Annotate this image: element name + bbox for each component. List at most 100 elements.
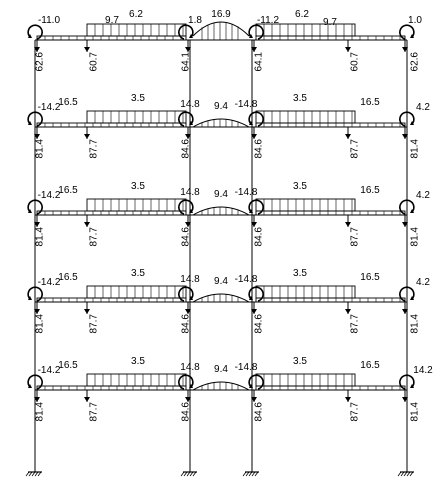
moment-label-right: 1.0 — [408, 15, 422, 26]
joint-moment-right — [399, 199, 415, 215]
support-hatch — [248, 471, 253, 477]
joint-moment-right-head — [410, 121, 414, 125]
shear-arrow-head — [84, 47, 90, 52]
shear-label-cd-mid: 87.7 — [350, 314, 361, 334]
shear-arrow-head — [34, 397, 40, 402]
joint-moment-left-head — [28, 296, 32, 300]
joint-moment-left — [27, 24, 43, 40]
shear-arrow-head — [34, 47, 40, 52]
outer-span-right-band — [255, 385, 406, 391]
shear-arrow-head — [34, 309, 40, 314]
outer-span-right-distributed — [255, 198, 356, 212]
joint-moment-c-head — [249, 384, 253, 388]
shear-label-d: 81.4 — [410, 227, 421, 247]
support-hatch — [31, 471, 36, 477]
outer-span-right-distributed-value: 3.5 — [293, 356, 307, 367]
shear-label-b: 84.6 — [181, 402, 192, 422]
joint-moment-right-head — [410, 296, 414, 300]
joint-moment-c — [248, 24, 264, 40]
moment-label-c: -14.8 — [235, 362, 258, 373]
moment-label-c: -14.8 — [235, 274, 258, 285]
outer-span-left-distributed — [86, 110, 187, 124]
moment-label-c: -14.8 — [235, 99, 258, 110]
moment-label-b: 14.8 — [180, 99, 200, 110]
outer-span-right-distributed — [255, 23, 356, 37]
joint-moment-right-head — [410, 384, 414, 388]
middle-span-curve — [192, 206, 250, 216]
outer-span-left-distributed-value: 3.5 — [131, 181, 145, 192]
moment-label-right: 14.2 — [413, 365, 433, 376]
joint-moment-b — [178, 374, 194, 390]
joint-moment-b-head — [189, 296, 193, 300]
joint-moment-c-head — [249, 209, 253, 213]
shear-arrow-head — [402, 309, 408, 314]
outer-span-left-distributed — [86, 23, 187, 37]
shear-label-d: 81.4 — [410, 139, 421, 159]
support-hatch — [397, 471, 402, 477]
joint-moment-c-head — [249, 121, 253, 125]
moment-diagrams — [34, 21, 408, 402]
shear-arrow-head — [402, 222, 408, 227]
middle-span-value: 9.4 — [214, 189, 228, 200]
support-hatch — [242, 471, 247, 477]
moment-label-c: -11.2 — [257, 15, 279, 26]
joint-moment-b — [178, 111, 194, 127]
joint-moment-left-head — [28, 121, 32, 125]
shear-label-d: 81.4 — [410, 402, 421, 422]
outer-span-left-band — [36, 35, 187, 41]
support-hatch — [186, 471, 191, 477]
shear-label-c: 64.1 — [254, 52, 265, 72]
shear-label-b: 64.1 — [181, 52, 192, 72]
shear-label-ab-mid: 87.7 — [89, 139, 100, 159]
shear-label-b: 84.6 — [181, 139, 192, 159]
outer-span-right-distributed-value: 3.5 — [293, 268, 307, 279]
shear-label-c: 84.6 — [254, 139, 265, 159]
joint-moment-right-head — [410, 209, 414, 213]
outer-span-left-end: 16.5 — [58, 97, 78, 108]
shear-arrow-head — [402, 134, 408, 139]
outer-span-right-band — [255, 297, 406, 303]
support-hatch — [189, 471, 194, 477]
shear-label-ab-mid: 87.7 — [89, 314, 100, 334]
support-hatch — [403, 471, 408, 477]
shear-arrow-head — [185, 134, 191, 139]
shear-arrow-head — [34, 134, 40, 139]
outer-span-right-distributed — [255, 110, 356, 124]
support-hatch — [409, 471, 414, 477]
shear-arrow-head — [185, 397, 191, 402]
moment-label-left: -11.0 — [38, 15, 60, 26]
joint-moment-b-head — [189, 121, 193, 125]
moment-label-right: 4.2 — [416, 190, 430, 201]
shear-label-a: 81.4 — [35, 314, 46, 334]
moment-label-right: 4.2 — [416, 277, 430, 288]
outer-span-left-distributed — [86, 373, 187, 387]
shear-label-cd-mid: 87.7 — [350, 402, 361, 422]
outer-span-left-end: 16.5 — [58, 360, 78, 371]
shear-arrow-head — [345, 309, 351, 314]
joint-moment-right — [399, 24, 415, 40]
joint-moment-c — [248, 286, 264, 302]
shear-label-cd-mid: 60.7 — [350, 52, 361, 72]
shear-label-cd-mid: 87.7 — [350, 139, 361, 159]
outer-span-left-distributed-value: 6.2 — [129, 9, 143, 20]
middle-span-curve — [192, 293, 250, 303]
shear-label-d: 81.4 — [410, 314, 421, 334]
shear-label-a: 81.4 — [35, 402, 46, 422]
outer-span-right-band — [255, 35, 406, 41]
middle-span-curve — [192, 21, 250, 37]
joint-moment-c — [248, 374, 264, 390]
support-hatch — [34, 471, 39, 477]
outer-span-left-band — [36, 122, 187, 128]
shear-arrow-head — [84, 222, 90, 227]
joint-moment-right-head — [410, 34, 414, 38]
moment-label-left: -14.2 — [38, 190, 61, 201]
shear-arrow-head — [34, 222, 40, 227]
shear-arrow-head — [251, 222, 257, 227]
joint-moment-b — [178, 199, 194, 215]
joint-moment-left — [27, 286, 43, 302]
shear-arrow-head — [84, 397, 90, 402]
joint-moment-right — [399, 374, 415, 390]
joint-moment-left-head — [28, 34, 32, 38]
outer-span-right-end: 16.5 — [360, 185, 380, 196]
